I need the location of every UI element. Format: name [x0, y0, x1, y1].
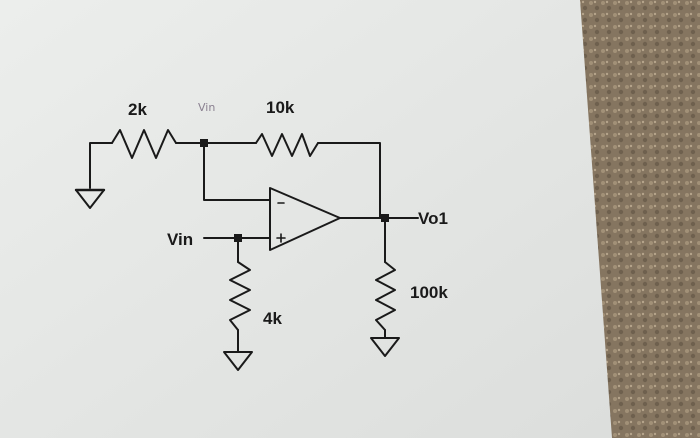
wire-inverting-input: [203, 142, 271, 201]
label-vo1: Vo1: [418, 209, 448, 228]
label-vin-input: Vin: [167, 230, 194, 249]
paper-sheet: [0, 0, 612, 438]
ground-symbol-100k: [370, 337, 400, 357]
op-amp: [269, 187, 341, 251]
resistor-4k: [229, 261, 251, 331]
junction-node-top: [200, 139, 208, 147]
junction-node-vin: [234, 234, 242, 242]
ground-symbol-4k: [223, 351, 253, 371]
resistor-2k: [111, 129, 177, 159]
label-2k: 2k: [128, 100, 147, 119]
label-4k: 4k: [263, 309, 282, 328]
wire-feedback-right: [317, 142, 381, 219]
resistor-10k: [255, 133, 319, 157]
resistor-100k: [375, 261, 396, 331]
label-vin-handwritten: Vin: [198, 101, 216, 114]
wire-left-ground: [89, 142, 113, 189]
junction-node-output: [381, 214, 389, 222]
label-100k: 100k: [410, 283, 448, 302]
label-10k: 10k: [266, 98, 295, 117]
